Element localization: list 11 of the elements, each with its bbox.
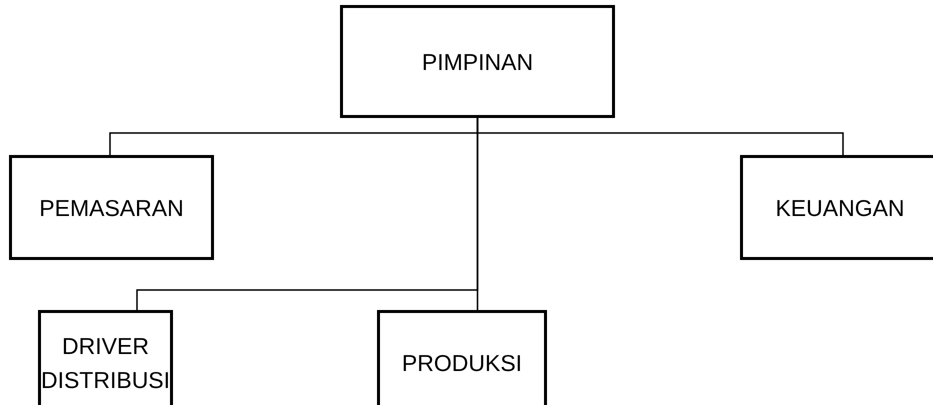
box-label: KEUANGAN <box>775 194 905 222</box>
org-box <box>740 155 933 260</box>
box-label: PEMASARAN <box>39 194 184 222</box>
org-box <box>377 310 547 405</box>
box-label: PIMPINAN <box>422 48 534 76</box>
box-label: DRIVER DISTRIBUSI <box>40 332 170 394</box>
org-box <box>340 5 615 118</box>
org-box <box>38 310 173 405</box>
org-box <box>9 155 214 260</box>
box-label: PRODUKSI <box>402 348 522 378</box>
connector-line <box>476 118 478 310</box>
